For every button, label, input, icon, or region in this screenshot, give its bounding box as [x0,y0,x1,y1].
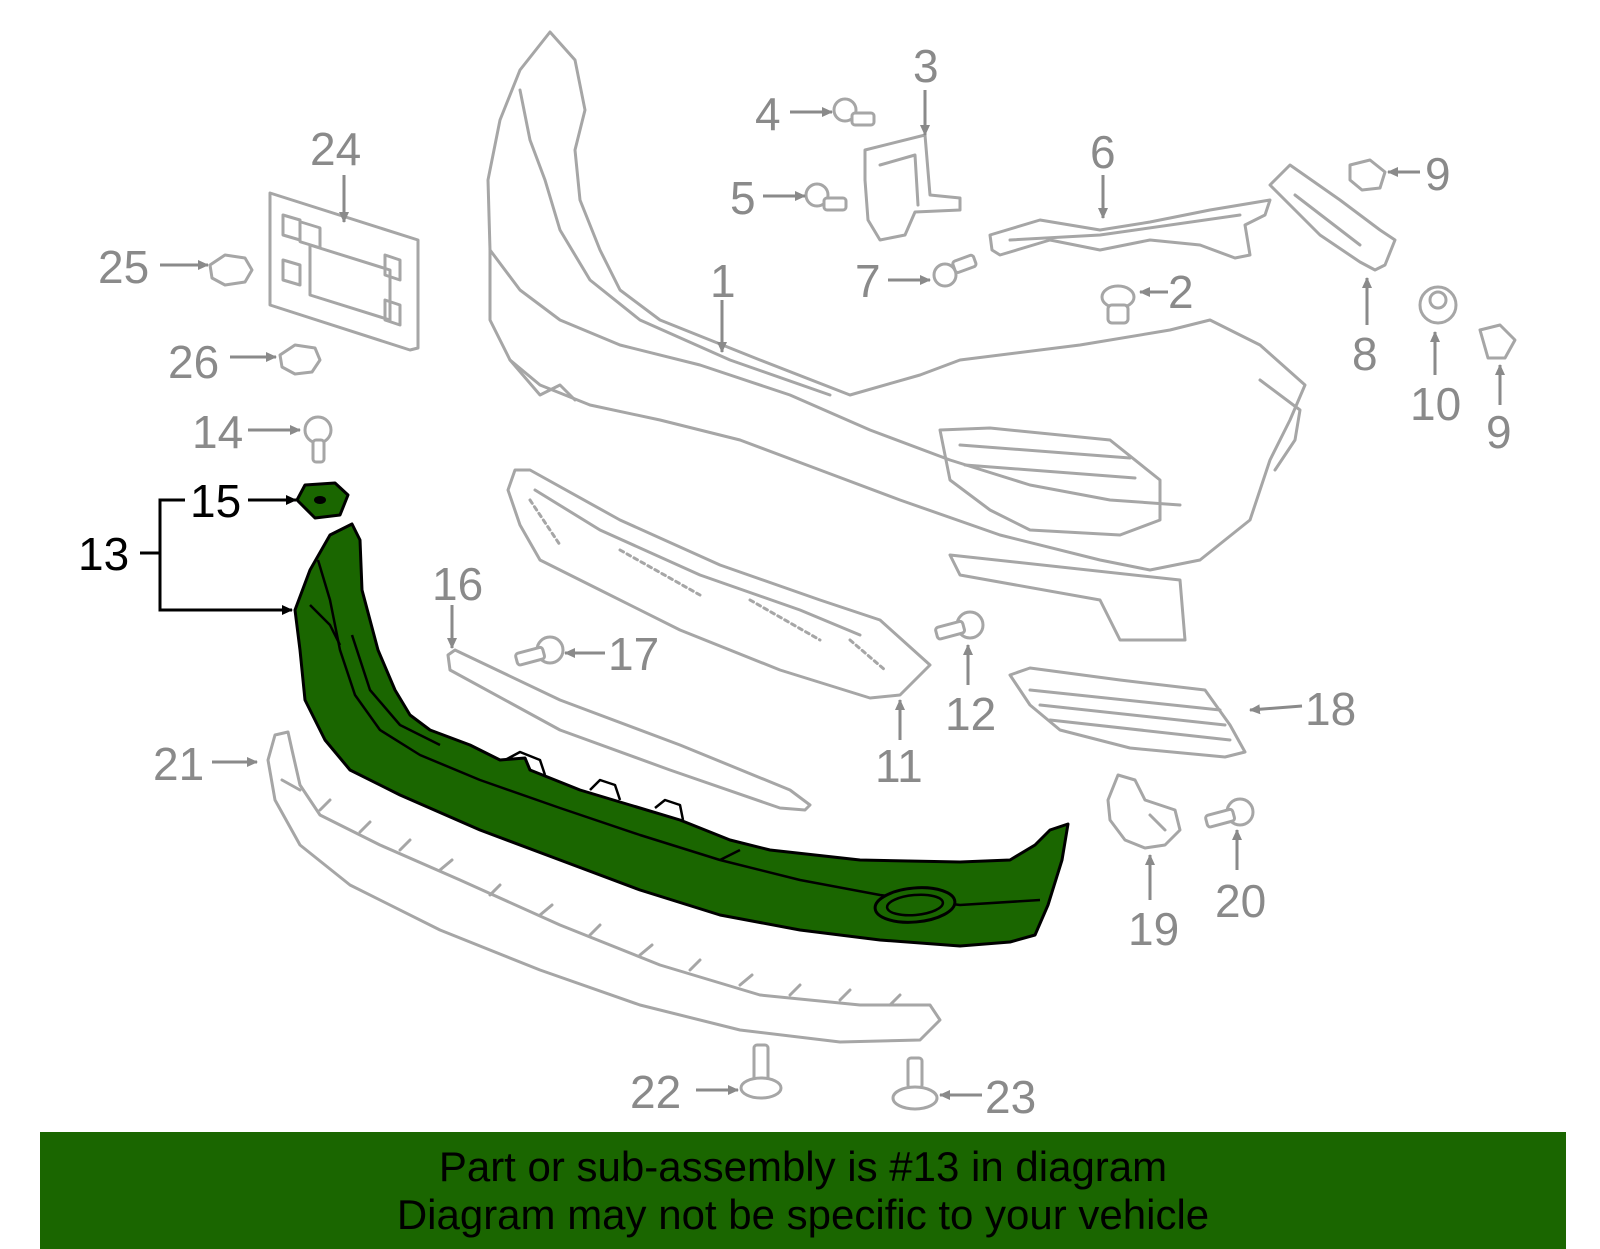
lower-grille-part-11[interactable] [506,468,932,700]
callout-2: 2 [1168,266,1194,318]
clip-part-25[interactable] [208,253,254,287]
grommet-part-10[interactable] [1418,285,1458,325]
screw-part-23[interactable] [891,1056,939,1111]
skid-plate-part-21[interactable] [266,730,942,1044]
leader-arrows [140,90,1505,1100]
callout-10: 10 [1410,378,1461,430]
lower-valance-part-13[interactable] [293,522,1070,948]
callout-14: 14 [192,406,243,458]
callout-23: 23 [985,1071,1036,1123]
bolt-part-17[interactable] [514,635,565,667]
callout-15: 15 [190,475,241,527]
callout-20: 20 [1215,875,1266,927]
callout-22: 22 [630,1066,681,1118]
bumper-cover-part-1[interactable] [486,30,1307,642]
callout-9-top: 9 [1425,148,1451,200]
clip-part-26[interactable] [278,343,322,376]
callout-8: 8 [1352,328,1378,380]
callout-1: 1 [710,255,736,307]
bolt-part-7[interactable] [932,253,978,288]
fog-light-cover-part-18[interactable] [1008,666,1247,759]
bolt-part-22[interactable] [739,1043,783,1100]
trim-strip-part-16[interactable] [446,648,812,812]
clip-part-19[interactable] [1106,773,1182,850]
callout-4: 4 [755,88,781,140]
callout-13: 13 [78,528,129,580]
callout-6: 6 [1090,126,1116,178]
bolt-part-14[interactable] [303,415,333,464]
callout-3: 3 [913,40,939,92]
callout-19: 19 [1128,903,1179,955]
info-banner: Part or sub-assembly is #13 in diagram D… [40,1132,1566,1249]
callout-5: 5 [730,172,756,224]
clip-part-9-right[interactable] [1478,323,1517,360]
callout-25: 25 [98,241,149,293]
banner-line-1: Part or sub-assembly is #13 in diagram [438,1142,1168,1190]
bolt-part-4[interactable] [832,97,876,127]
bolt-part-12[interactable] [934,610,985,641]
bolt-part-5[interactable] [804,182,848,212]
side-bracket-part-8[interactable] [1268,163,1397,272]
callout-9-right: 9 [1486,406,1512,458]
callout-24: 24 [310,123,361,175]
callout-17: 17 [608,628,659,680]
callout-12: 12 [945,688,996,740]
banner-line-2: Diagram may not be specific to your vehi… [396,1190,1210,1238]
callout-16: 16 [432,558,483,610]
callout-11: 11 [875,740,923,792]
license-bracket-part-24[interactable] [268,191,420,352]
clip-part-9-top[interactable] [1348,158,1387,192]
support-beam-part-6[interactable] [988,198,1272,260]
callout-labels: 1 2 3 4 5 6 7 8 9 10 9 11 12 13 14 15 16… [78,40,1512,1123]
bracket-part-3[interactable] [863,133,962,242]
bolt-part-20[interactable] [1204,797,1255,829]
clip-nut-part-15[interactable] [295,481,350,520]
callout-26: 26 [168,336,219,388]
callout-18: 18 [1305,683,1356,735]
callout-7: 7 [855,255,881,307]
clip-part-2[interactable] [1100,284,1136,325]
callout-21: 21 [153,738,204,790]
